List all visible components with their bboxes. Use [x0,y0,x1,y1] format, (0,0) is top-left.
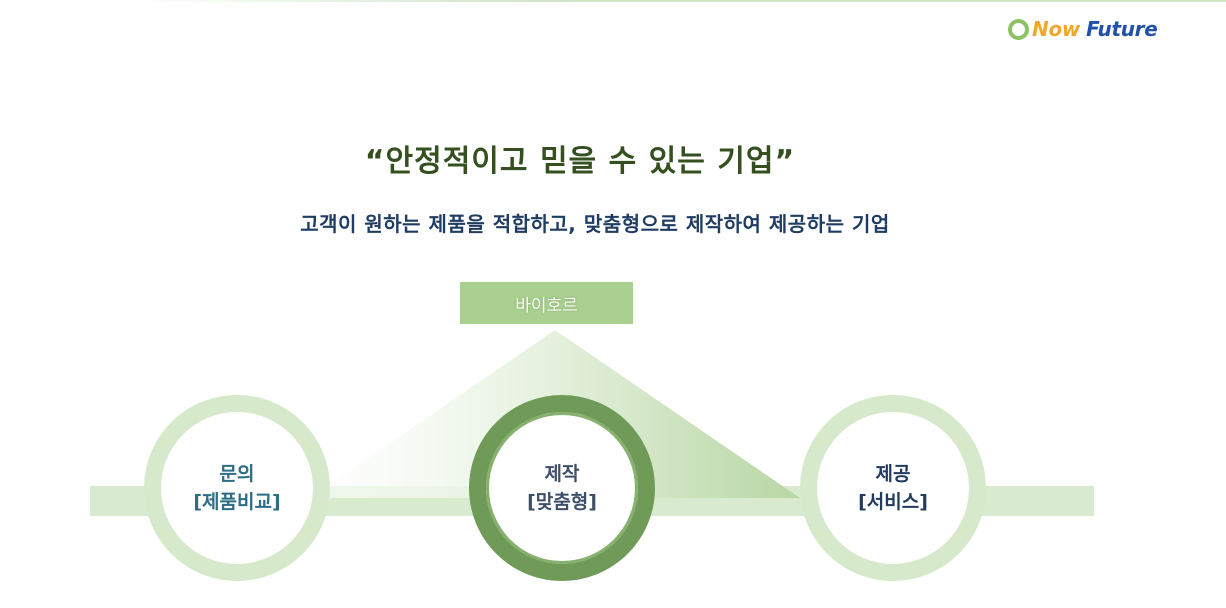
step-delivery-title: 제공 [875,463,911,485]
brand-logo: Now Future [1008,16,1158,42]
subheadline: 고객이 원하는 제품을 적합하고, 맞춤형으로 제작하여 제공하는 기업 [300,212,890,236]
logo-future-text: Future [1086,17,1158,41]
top-label-text: 바이호르 [515,295,578,316]
step-inquiry-subtitle: [제품비교] [193,491,281,513]
step-inquiry-circle: 문의 [제품비교] [144,395,330,581]
logo-ring-icon [1008,18,1029,40]
step-delivery-subtitle: [서비스] [858,491,928,513]
step-inquiry-title: 문의 [219,463,255,485]
logo-now-text: Now [1032,17,1081,41]
step-production-circle: 제작 [맞춤형] [469,395,655,581]
top-label-box: 바이호르 [460,282,633,324]
step-production-subtitle: [맞춤형] [527,491,597,513]
top-divider-line [130,0,1226,2]
step-production-title: 제작 [544,463,580,485]
headline: “안정적이고 믿을 수 있는 기업” [364,144,796,179]
step-delivery-circle: 제공 [서비스] [800,395,986,581]
